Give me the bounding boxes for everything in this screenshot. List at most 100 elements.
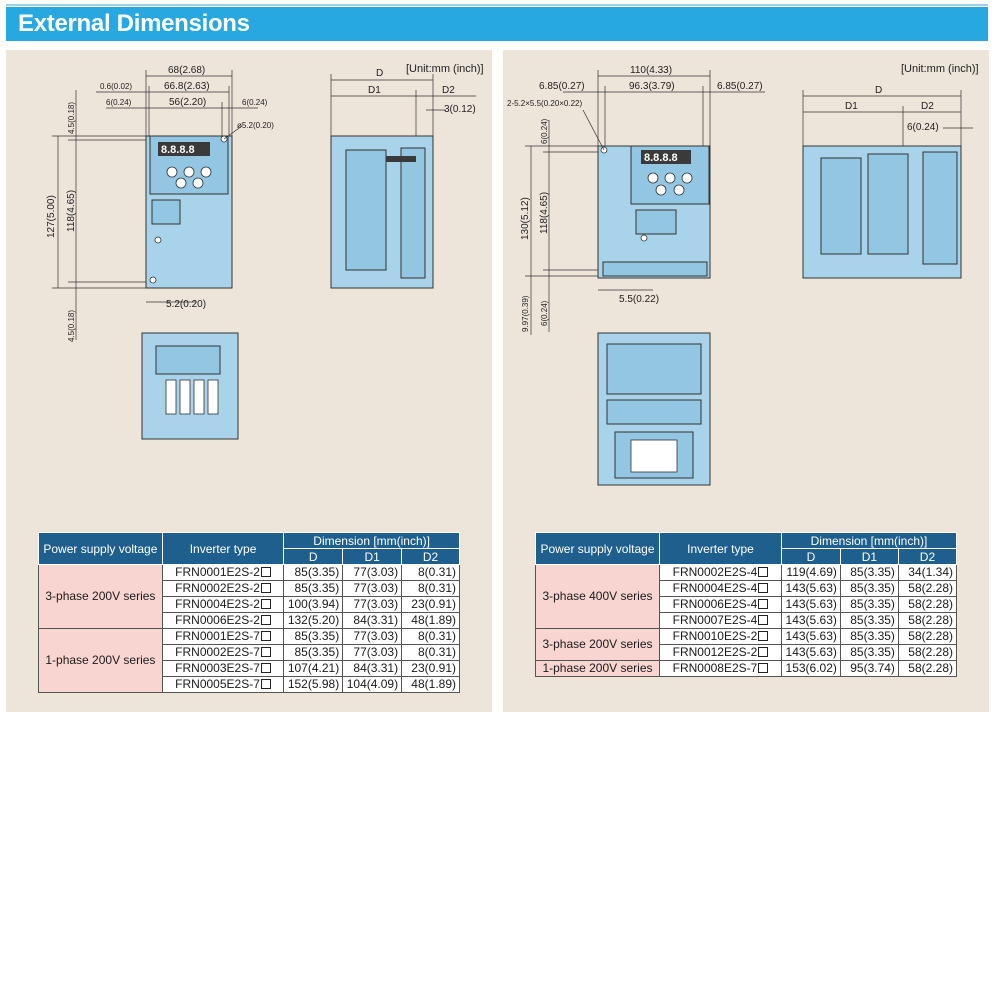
ground-screw (154, 236, 162, 244)
dim-side-d1: D1 (845, 101, 858, 112)
type-cell: FRN0008E2S-7 (658, 660, 783, 677)
header-power-supply: Power supply voltage (535, 532, 660, 565)
key-5 (673, 184, 685, 196)
key-4 (655, 184, 667, 196)
table-row: FRN0004E2S-4 143(5.63) 85(3.35) 58(2.28) (536, 580, 958, 597)
key-2 (183, 166, 195, 178)
key-4 (175, 177, 187, 189)
front-top-dims (96, 70, 258, 140)
type-cell: FRN0001E2S-2 (161, 564, 285, 581)
left-dimension-table: Power supply voltage Inverter type Dimen… (38, 532, 460, 693)
type-cell: FRN0004E2S-2 (161, 596, 285, 613)
front-vertical-dims (525, 120, 653, 335)
header-dimension: Dimension [mm(inch)] (283, 532, 460, 549)
display-digits: 8.8.8.8 (161, 144, 195, 156)
dim-side-d2: D2 (921, 101, 934, 112)
header-d: D (781, 548, 841, 565)
dim-slot: 5.2(0.20) (166, 299, 206, 310)
dim-slot: 5.5(0.22) (619, 294, 659, 305)
group-label: 1-phase 200V series (38, 628, 163, 693)
dim-side-d: D (376, 68, 383, 79)
key-3 (681, 172, 693, 184)
bottom-terminal-block (606, 343, 702, 395)
type-cell: FRN0002E2S-4 (658, 564, 783, 581)
header-inverter-type: Inverter type (161, 532, 285, 565)
table-row: 3-phase 400V series FRN0002E2S-4 119(4.6… (535, 564, 958, 629)
side-inner (820, 157, 862, 255)
dim-height-total: 130(5.12) (520, 197, 531, 240)
header-d1: D1 (342, 548, 403, 565)
type-cell: FRN0005E2S-7 (161, 676, 285, 693)
key-5 (192, 177, 204, 189)
front-view: 8.8.8.8 (597, 145, 711, 279)
key-1 (166, 166, 178, 178)
dim-height-pitch: 118(4.65) (539, 192, 550, 234)
header-d: D (283, 548, 344, 565)
dim-height-bottom: 6(0.24) (540, 300, 549, 326)
led-display (641, 150, 691, 164)
type-cell: FRN0002E2S-7 (161, 644, 285, 661)
table-row: 1-phase 200V series FRN0001E2S-7 85(3.35… (38, 628, 460, 693)
header-power-supply: Power supply voltage (38, 532, 163, 565)
dim-margin-left: 6(0.24) (106, 98, 132, 107)
bottom-view (141, 332, 239, 440)
header-d2: D2 (897, 548, 958, 565)
header-dimension: Dimension [mm(inch)] (781, 532, 957, 549)
bottom-view (597, 332, 711, 486)
dim-side-small: 3(0.12) (444, 104, 476, 115)
key-2 (664, 172, 676, 184)
dim-width-pitch: 96.3(3.79) (629, 81, 675, 92)
terminal-1 (165, 379, 177, 415)
right-dimension-table: Power supply voltage Inverter type Dimen… (535, 532, 958, 677)
dim-side-d1: D1 (368, 85, 381, 96)
dim-width-total: 68(2.68) (168, 65, 205, 76)
terminal-3 (193, 379, 205, 415)
dim-height-bottom: 4.5(0.18) (67, 310, 76, 342)
side-fins (400, 147, 426, 279)
bottom-terminals (606, 399, 702, 425)
dim-margin-right: 6(0.24) (242, 98, 268, 107)
type-cell: FRN0006E2S-4 (658, 596, 783, 613)
ground-screw (640, 234, 648, 242)
header-d2: D2 (401, 548, 460, 565)
key-3 (200, 166, 212, 178)
dim-width-pitch: 66.8(2.63) (164, 81, 210, 92)
table-row: FRN0002E2S-2 85(3.35) 77(3.03) 8(0.31) (39, 580, 460, 597)
front-top-dims (563, 70, 765, 151)
top-rule (6, 4, 988, 6)
side-dims (802, 90, 973, 146)
group-label: 1-phase 200V series (535, 660, 660, 677)
header-d1: D1 (839, 548, 899, 565)
dim-width-right: 6.85(0.27) (717, 81, 763, 92)
dim-hole: ø5.2(0.20) (237, 121, 274, 130)
group-label: 3-phase 200V series (535, 628, 660, 661)
type-cell: FRN0007E2S-4 (658, 612, 783, 629)
terminal-cover (151, 199, 181, 225)
table-row: 1-phase 200V series FRN0008E2S-7 153(6.0… (535, 660, 958, 677)
dim-side-d2: D2 (442, 85, 455, 96)
type-cell: FRN0006E2S-2 (161, 612, 285, 629)
dim-side-small: 6(0.24) (907, 122, 939, 133)
header-inverter-type: Inverter type (658, 532, 783, 565)
terminal-2 (179, 379, 191, 415)
fan-grille (630, 439, 678, 473)
side-view (802, 145, 962, 279)
dim-hole: 2-5.2×5.5(0.20×0.22) (507, 99, 583, 108)
side-view (330, 135, 434, 289)
led-display (158, 142, 210, 156)
side-slot (386, 156, 416, 162)
table-row: 3-phase 200V series FRN0010E2S-2 143(5.6… (535, 628, 958, 661)
dim-width-left: 6.85(0.27) (539, 81, 585, 92)
mount-hole-bottom (149, 276, 157, 284)
type-cell: FRN0004E2S-4 (658, 580, 783, 597)
left-panel: [Unit:mm (inch)] 8.8.8.8 (6, 50, 492, 712)
side-fins (922, 151, 958, 265)
dim-offset-small: 0.6(0.02) (100, 82, 132, 91)
table-row: 3-phase 200V series FRN0001E2S-2 85(3.35… (38, 564, 460, 629)
bottom-top-block (155, 345, 221, 375)
group-label: 3-phase 400V series (535, 564, 660, 629)
group-label: 3-phase 200V series (38, 564, 163, 629)
front-vertical-dims (52, 90, 196, 340)
dim-height-top: 6(0.24) (540, 118, 549, 144)
right-drawings: 8.8.8.8 110(4.33) 6.85(0.27) 96.3(3.79) … (507, 65, 973, 486)
